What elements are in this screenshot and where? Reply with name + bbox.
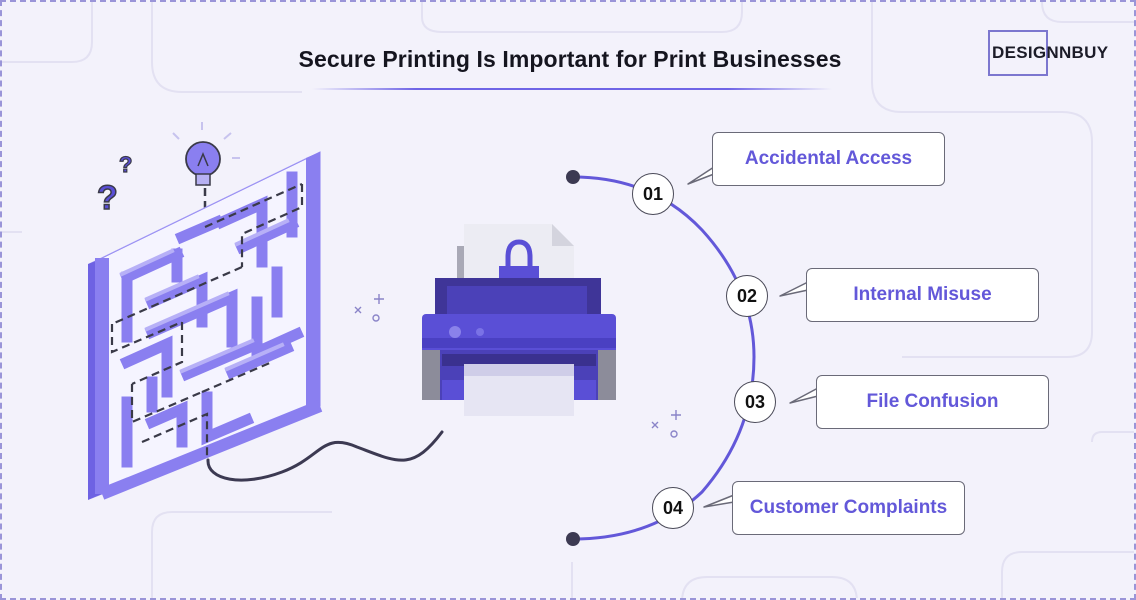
callout-customer-complaints: Customer Complaints <box>732 481 965 535</box>
arc-start-dot <box>566 170 580 184</box>
page-title: Secure Printing Is Important for Print B… <box>298 46 842 72</box>
cable-line <box>206 430 444 482</box>
callout-file-confusion: File Confusion <box>816 375 1049 429</box>
callout-accidental-access: Accidental Access <box>712 132 945 186</box>
callout-internal-misuse: Internal Misuse <box>806 268 1039 322</box>
step-number-3: 03 <box>734 381 776 423</box>
logo-text: DESIGNNBUY <box>992 43 1109 62</box>
svg-text:?: ? <box>119 152 132 177</box>
arc-end-dot <box>566 532 580 546</box>
step-number-2: 02 <box>726 275 768 317</box>
logo-box <box>988 30 1048 76</box>
question-mark-icon: ? ? <box>96 151 133 217</box>
title-underline <box>312 88 832 90</box>
maze-walls <box>88 151 323 500</box>
step-number-1: 01 <box>632 173 674 215</box>
lightbulb-icon <box>172 122 240 227</box>
step-number-4: 04 <box>652 487 694 529</box>
svg-text:?: ? <box>97 179 118 217</box>
